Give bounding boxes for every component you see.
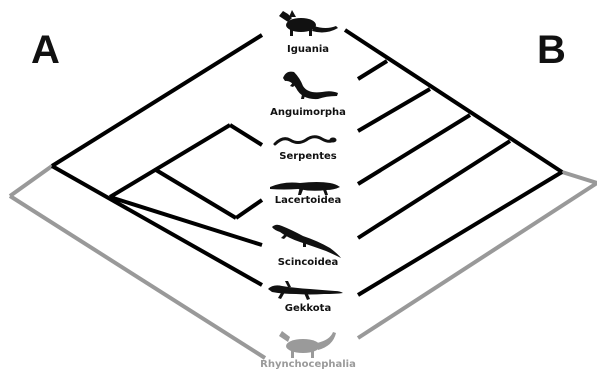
- taxon-label-lacertoidea: Lacertoidea: [218, 195, 398, 207]
- taxon-label-anguimorpha: Anguimorpha: [218, 107, 398, 119]
- iguana-silhouette-icon: [279, 10, 338, 36]
- snake-silhouette-icon: [275, 137, 337, 144]
- taxon-label-rhynchocephalia: Rhynchocephalia: [218, 359, 398, 371]
- tree-b-branch-4: [358, 115, 470, 184]
- monitor-lizard-silhouette-icon: [283, 72, 338, 99]
- skink-silhouette-icon: [272, 225, 341, 258]
- tree-a-branch-4: [156, 170, 236, 218]
- panel-label-a: A: [31, 30, 60, 70]
- tree-b-branch-2: [358, 61, 387, 79]
- tree-a-outgroup-branch-0: [10, 196, 265, 358]
- tree-a-outgroup-branch-1: [10, 166, 52, 196]
- tree-a-branch-5: [230, 125, 262, 145]
- tree-b-outgroup-branch-1: [562, 172, 597, 183]
- tree-a-branch-2: [110, 125, 230, 197]
- tree-b-branch-1: [358, 172, 562, 295]
- tuatara-silhouette-icon: [279, 331, 336, 358]
- panel-label-b: B: [537, 30, 566, 70]
- taxon-label-iguania: Iguania: [218, 44, 398, 56]
- gecko-silhouette-icon: [268, 281, 343, 300]
- taxon-label-gekkota: Gekkota: [218, 303, 398, 315]
- taxon-label-scincoidea: Scincoidea: [218, 257, 398, 269]
- tree-b-branches: [345, 30, 597, 338]
- lacertid-lizard-silhouette-icon: [270, 182, 340, 195]
- taxon-label-serpentes: Serpentes: [218, 151, 398, 163]
